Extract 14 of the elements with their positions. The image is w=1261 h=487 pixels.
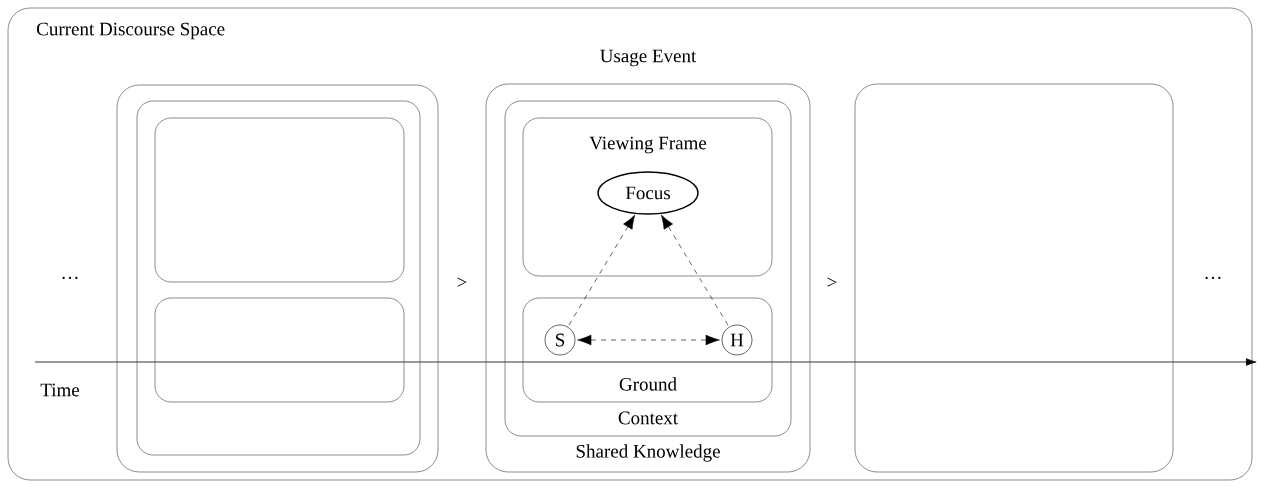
ellipsis: … [1205, 276, 1221, 280]
empty-box [154, 297, 405, 403]
empty-box [136, 100, 421, 456]
sequence-sign: > [827, 277, 837, 287]
sequence-sign: > [457, 277, 467, 287]
ellipsis: … [62, 276, 78, 280]
arrow [577, 334, 720, 346]
node-label: Usage Event [600, 49, 697, 67]
empty-box [116, 84, 439, 473]
arrow [661, 214, 729, 326]
empty-box [854, 83, 1174, 473]
empty-box [154, 117, 405, 283]
axis-label: Time [40, 383, 80, 397]
arrow [568, 214, 636, 326]
